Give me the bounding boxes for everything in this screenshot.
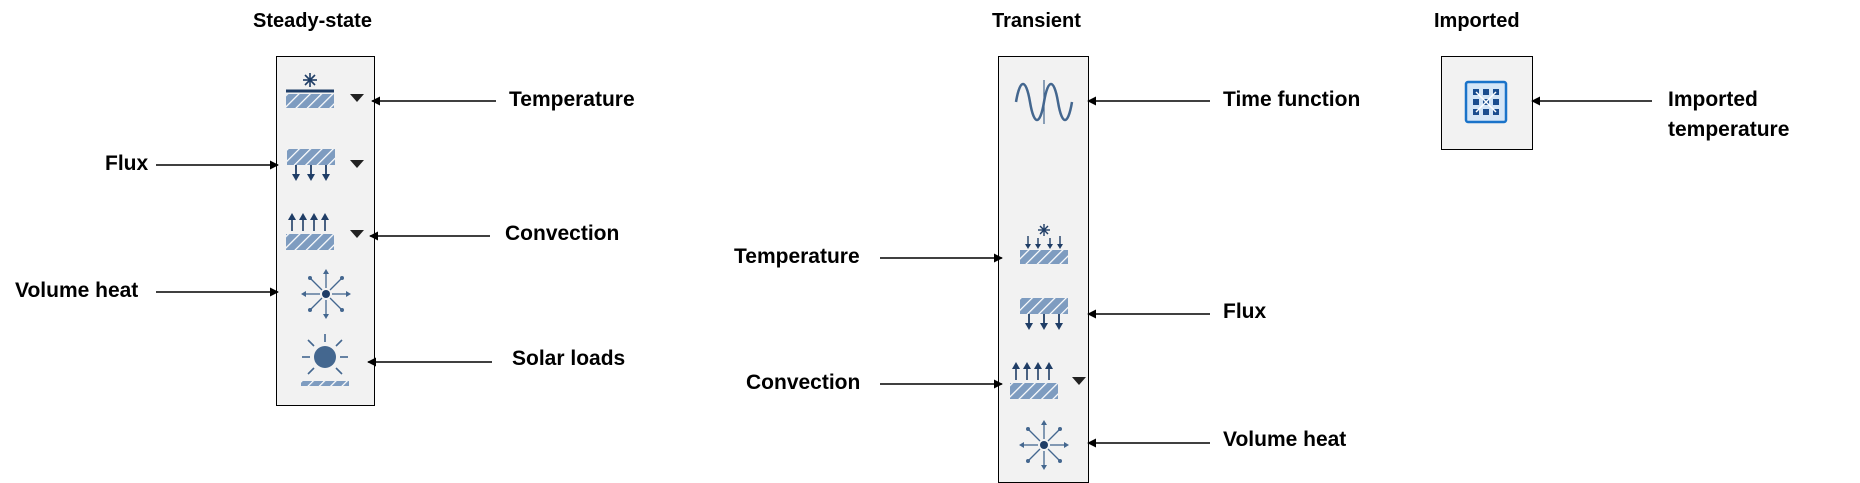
steady-convection-label: Convection	[505, 222, 620, 245]
transient-convection-dropdown-icon[interactable]	[1072, 377, 1086, 385]
transient-flux-label: Flux	[1223, 300, 1267, 323]
transient-volume-heat-icon[interactable]	[1019, 420, 1069, 470]
steady-flux-icon[interactable]	[287, 149, 335, 181]
steady-convection-dropdown-icon[interactable]	[350, 230, 364, 238]
transient-title: Transient	[992, 10, 1081, 32]
steady-volume-heat-icon[interactable]	[301, 269, 351, 319]
steady-state-title: Steady-state	[253, 10, 372, 32]
transient-toolbar	[998, 56, 1089, 483]
steady-convection-icon[interactable]	[286, 213, 334, 250]
transient-time-function-label: Time function	[1223, 88, 1361, 111]
transient-convection-label: Convection	[746, 371, 861, 394]
imported-temperature-label-line2: temperature	[1668, 118, 1790, 141]
imported-title: Imported	[1434, 10, 1520, 32]
transient-flux-icon[interactable]	[1020, 298, 1068, 330]
steady-temperature-dropdown-icon[interactable]	[350, 94, 364, 102]
transient-temperature-icon[interactable]	[1020, 224, 1068, 264]
imported-temperature-icon[interactable]	[1464, 80, 1508, 124]
transient-time-function-icon[interactable]	[1014, 80, 1074, 124]
steady-temperature-icon[interactable]	[286, 73, 334, 108]
steady-solar-loads-icon[interactable]	[301, 334, 349, 386]
transient-temperature-label: Temperature	[734, 245, 860, 268]
steady-volume-heat-label: Volume heat	[15, 279, 139, 302]
imported-temperature-label-line1: Imported	[1668, 88, 1758, 111]
transient-convection-icon[interactable]	[1010, 362, 1058, 399]
steady-flux-label: Flux	[105, 152, 149, 175]
transient-volume-heat-label: Volume heat	[1223, 428, 1347, 451]
steady-flux-dropdown-icon[interactable]	[350, 160, 364, 168]
steady-solar-loads-label: Solar loads	[512, 347, 626, 370]
steady-temperature-label: Temperature	[509, 88, 635, 111]
